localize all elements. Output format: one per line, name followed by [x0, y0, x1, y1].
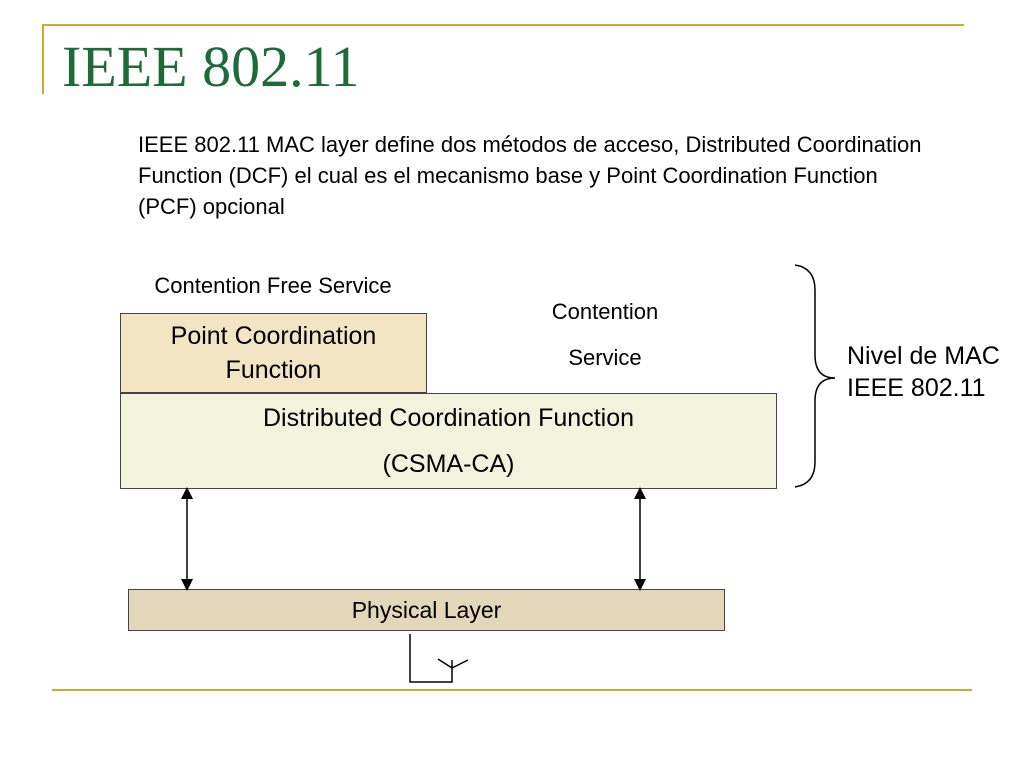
distributed-coordination-function-box: Distributed Coordination Function (CSMA-…	[120, 393, 777, 489]
mac-label-line2: IEEE 802.11	[847, 374, 986, 402]
pcf-label-line2: Function	[225, 356, 322, 384]
contention-free-service-label: Contention Free Service	[154, 273, 392, 298]
physical-layer-label: Physical Layer	[351, 596, 502, 623]
contention-service-label-line1: Contention	[551, 299, 659, 324]
left-accent-line	[42, 24, 44, 94]
contention-service-label-line2: Service	[568, 345, 642, 370]
mac-label-line1: Nivel de MAC	[847, 342, 1000, 370]
intro-paragraph: IEEE 802.11 MAC layer define dos métodos…	[138, 132, 922, 219]
point-coordination-function-box: Point Coordination Function	[120, 313, 427, 393]
antenna-icon	[409, 634, 469, 683]
dcf-label-line2: (CSMA-CA)	[382, 450, 515, 478]
slide-title: IEEE 802.11	[62, 34, 360, 99]
physical-layer-box: Physical Layer	[128, 589, 725, 631]
dcf-label-line1: Distributed Coordination Function	[262, 404, 635, 432]
mac-level-label: Nivel de MAC IEEE 802.11	[847, 340, 1000, 404]
mac-level-brace	[794, 264, 836, 488]
top-accent-line	[42, 24, 964, 26]
pcf-label-line1: Point Coordination	[170, 322, 377, 350]
bottom-accent-line	[52, 689, 972, 691]
